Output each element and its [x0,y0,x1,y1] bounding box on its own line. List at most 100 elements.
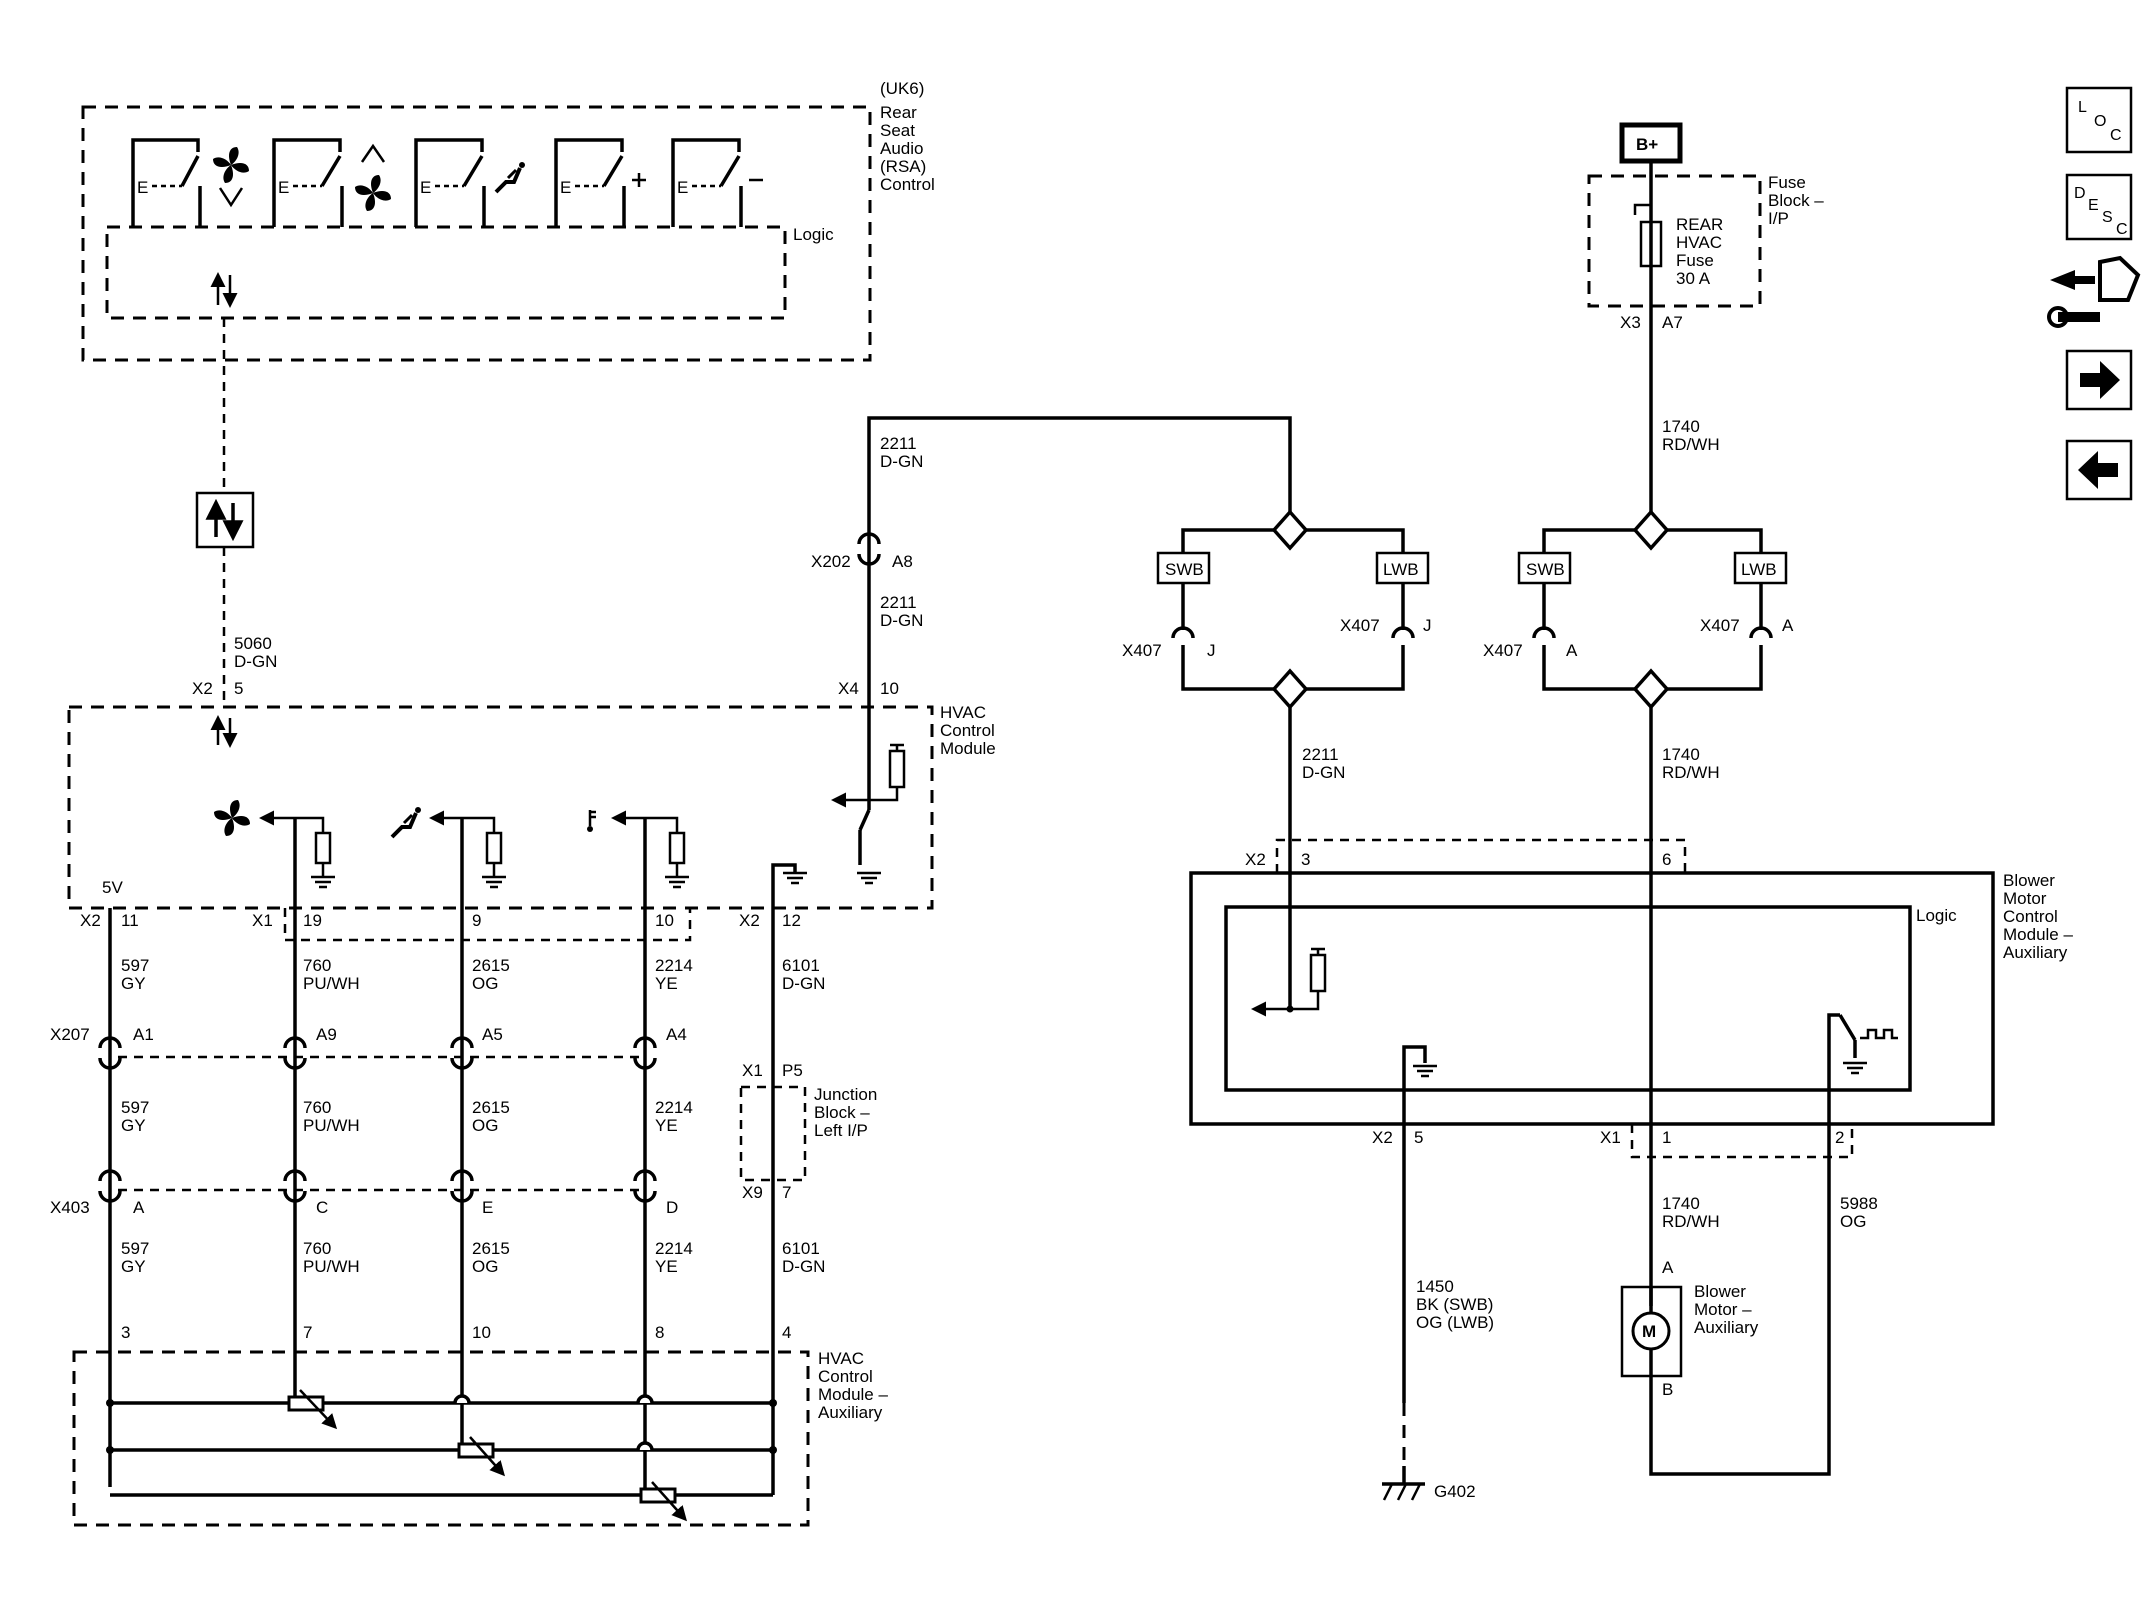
svg-text:RD/WH: RD/WH [1662,435,1720,454]
hvac-label-3: Module [940,739,996,758]
svg-text:LWB: LWB [1383,560,1419,579]
svg-text:D-GN: D-GN [782,974,825,993]
connector-x407-a-lwb [1749,626,1773,640]
svg-text:2: 2 [1835,1128,1844,1147]
next-page-button[interactable] [2065,349,2133,411]
svg-text:OG: OG [1840,1212,1866,1231]
seat-airflow-icon [390,805,423,839]
hvac-label-1: HVAC [940,703,986,722]
svg-text:2214: 2214 [655,1098,693,1117]
svg-text:D-GN: D-GN [234,652,277,671]
desc-letter-s: S [2102,209,2113,226]
svg-text:LWB: LWB [1741,560,1777,579]
svg-text:X2: X2 [1245,850,1266,869]
svg-text:6101: 6101 [782,1239,820,1258]
svg-text:597: 597 [121,956,149,975]
svg-text:D: D [666,1198,678,1217]
seat-airflow-icon [494,160,527,194]
svg-text:2211: 2211 [1302,745,1339,764]
connector-view-icon[interactable] [2047,255,2141,328]
svg-text:GY: GY [121,974,146,993]
chassis-ground-g402: G402 [1382,1466,1476,1501]
svg-text:SWB: SWB [1526,560,1565,579]
svg-text:760: 760 [303,956,331,975]
rsa-switch-fan-down: E [131,138,249,227]
svg-text:E: E [677,178,688,197]
svg-text:X407: X407 [1340,616,1380,635]
left-arrow-icon [2078,451,2118,489]
svg-text:X1: X1 [1600,1128,1621,1147]
svg-text:C: C [316,1198,328,1217]
svg-text:G402: G402 [1434,1482,1476,1501]
svg-text:2214: 2214 [655,1239,693,1258]
svg-text:BK (SWB): BK (SWB) [1416,1295,1493,1314]
svg-text:7: 7 [303,1323,312,1342]
hvac-label-2: Control [940,721,995,740]
svg-text:E: E [420,178,431,197]
fan-icon [214,800,250,836]
svg-text:X403: X403 [50,1198,90,1217]
rsa-label-3: Audio [880,139,923,158]
previous-page-button[interactable] [2065,439,2133,501]
svg-text:OG: OG [472,1116,498,1135]
svg-text:Control: Control [2003,907,2058,926]
svg-text:X1: X1 [252,911,273,930]
svg-text:GY: GY [121,1257,146,1276]
svg-text:Module –: Module – [2003,925,2073,944]
svg-text:M: M [1642,1322,1656,1341]
svg-text:PU/WH: PU/WH [303,1116,360,1135]
svg-text:Module –: Module – [818,1385,888,1404]
fan-icon [355,175,391,211]
hvac-serial-data-icon [210,715,238,748]
svg-text:30 A: 30 A [1676,269,1711,288]
svg-text:D-GN: D-GN [1302,763,1345,782]
hvac-control-module: HVAC Control Module 5V [67,703,996,910]
svg-text:7: 7 [782,1183,791,1202]
svg-text:A4: A4 [666,1025,687,1044]
svg-text:YE: YE [655,974,678,993]
svg-text:3: 3 [1301,850,1310,869]
svg-text:X4: X4 [838,679,859,698]
battery-positive: B+ [1619,122,1683,164]
svg-text:Block –: Block – [1768,191,1824,210]
svg-text:B+: B+ [1636,135,1658,154]
svg-text:X9: X9 [742,1183,763,1202]
loc-button[interactable]: L O C [2065,86,2133,154]
svg-text:J: J [1423,616,1432,635]
svg-text:E: E [278,178,289,197]
svg-text:1740: 1740 [1662,1194,1700,1213]
connector-x407-a-swb [1532,626,1556,640]
svg-text:A: A [1566,641,1578,660]
svg-text:REAR: REAR [1676,215,1723,234]
junction-block-left-ip: X1 P5 Junction Block – Left I/P X9 7 [739,1061,877,1202]
rsa-switch-temp-up: E [554,138,646,227]
loc-letter-o: O [2094,113,2106,130]
svg-text:YE: YE [655,1116,678,1135]
svg-text:D-GN: D-GN [880,611,923,630]
svg-text:760: 760 [303,1098,331,1117]
connector-x407-j-lwb [1391,626,1415,640]
svg-text:OG: OG [472,974,498,993]
svg-text:OG (LWB): OG (LWB) [1416,1313,1494,1332]
svg-text:12: 12 [782,911,801,930]
svg-text:A5: A5 [482,1025,503,1044]
svg-text:B: B [1662,1380,1673,1399]
svg-text:E: E [137,178,148,197]
potentiometer-mode [457,1436,505,1477]
svg-text:Left I/P: Left I/P [814,1121,868,1140]
svg-text:Fuse: Fuse [1676,251,1714,270]
svg-text:A: A [1782,616,1794,635]
desc-button[interactable]: D E S C [2065,173,2133,241]
svg-text:Blower: Blower [2003,871,2055,890]
potentiometer-fan [287,1389,338,1430]
svg-text:X207: X207 [50,1025,90,1044]
svg-text:1740: 1740 [1662,745,1700,764]
svg-text:1450: 1450 [1416,1277,1454,1296]
svg-text:E: E [560,178,571,197]
svg-text:HVAC: HVAC [818,1349,864,1368]
svg-text:Auxiliary: Auxiliary [1694,1318,1759,1337]
svg-text:PU/WH: PU/WH [303,974,360,993]
svg-text:X2: X2 [739,911,760,930]
serial-data-icon [210,272,238,308]
rsa-switch-temp-down: E [671,138,763,227]
